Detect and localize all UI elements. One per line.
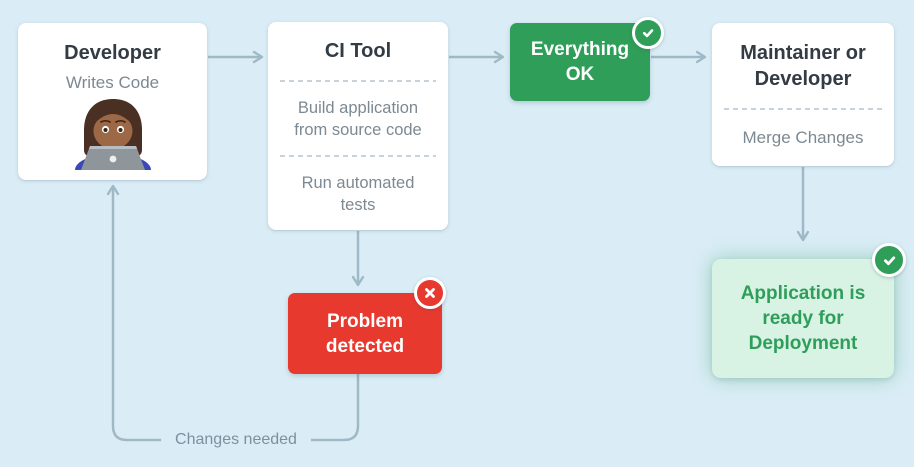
node-everything-ok: Everything OK	[510, 17, 664, 101]
changes-needed-edge-label: Changes needed	[161, 428, 311, 452]
everything-ok-label: Everything OK	[530, 39, 630, 85]
cross-badge-icon	[414, 277, 446, 309]
developer-subtitle: Writes Code	[65, 73, 160, 92]
woman-technologist-icon	[74, 99, 151, 170]
developer-title: Developer	[64, 42, 161, 64]
divider	[724, 108, 882, 110]
deployment-ready-label: Application is ready for Deployment	[740, 283, 866, 354]
problem-detected-label: Problem detected	[325, 310, 405, 357]
check-badge-icon	[632, 17, 664, 49]
divider	[280, 80, 436, 82]
ci-tool-step-tests: Run automated tests	[301, 173, 415, 214]
divider	[280, 155, 436, 157]
check-badge-icon	[872, 243, 906, 277]
node-problem-detected: Problem detected	[288, 277, 446, 374]
node-maintainer: Maintainer or Developer Merge Changes	[712, 23, 894, 166]
ci-tool-title: CI Tool	[324, 40, 392, 62]
maintainer-title: Maintainer or Developer	[740, 41, 866, 90]
node-ci-tool: CI Tool Build application from source co…	[268, 22, 448, 230]
ci-tool-step-build: Build application from source code	[294, 98, 422, 139]
node-developer: Developer Writes Code	[18, 23, 207, 180]
maintainer-subtitle: Merge Changes	[742, 128, 864, 147]
node-deployment-ready: Application is ready for Deployment	[712, 243, 906, 378]
